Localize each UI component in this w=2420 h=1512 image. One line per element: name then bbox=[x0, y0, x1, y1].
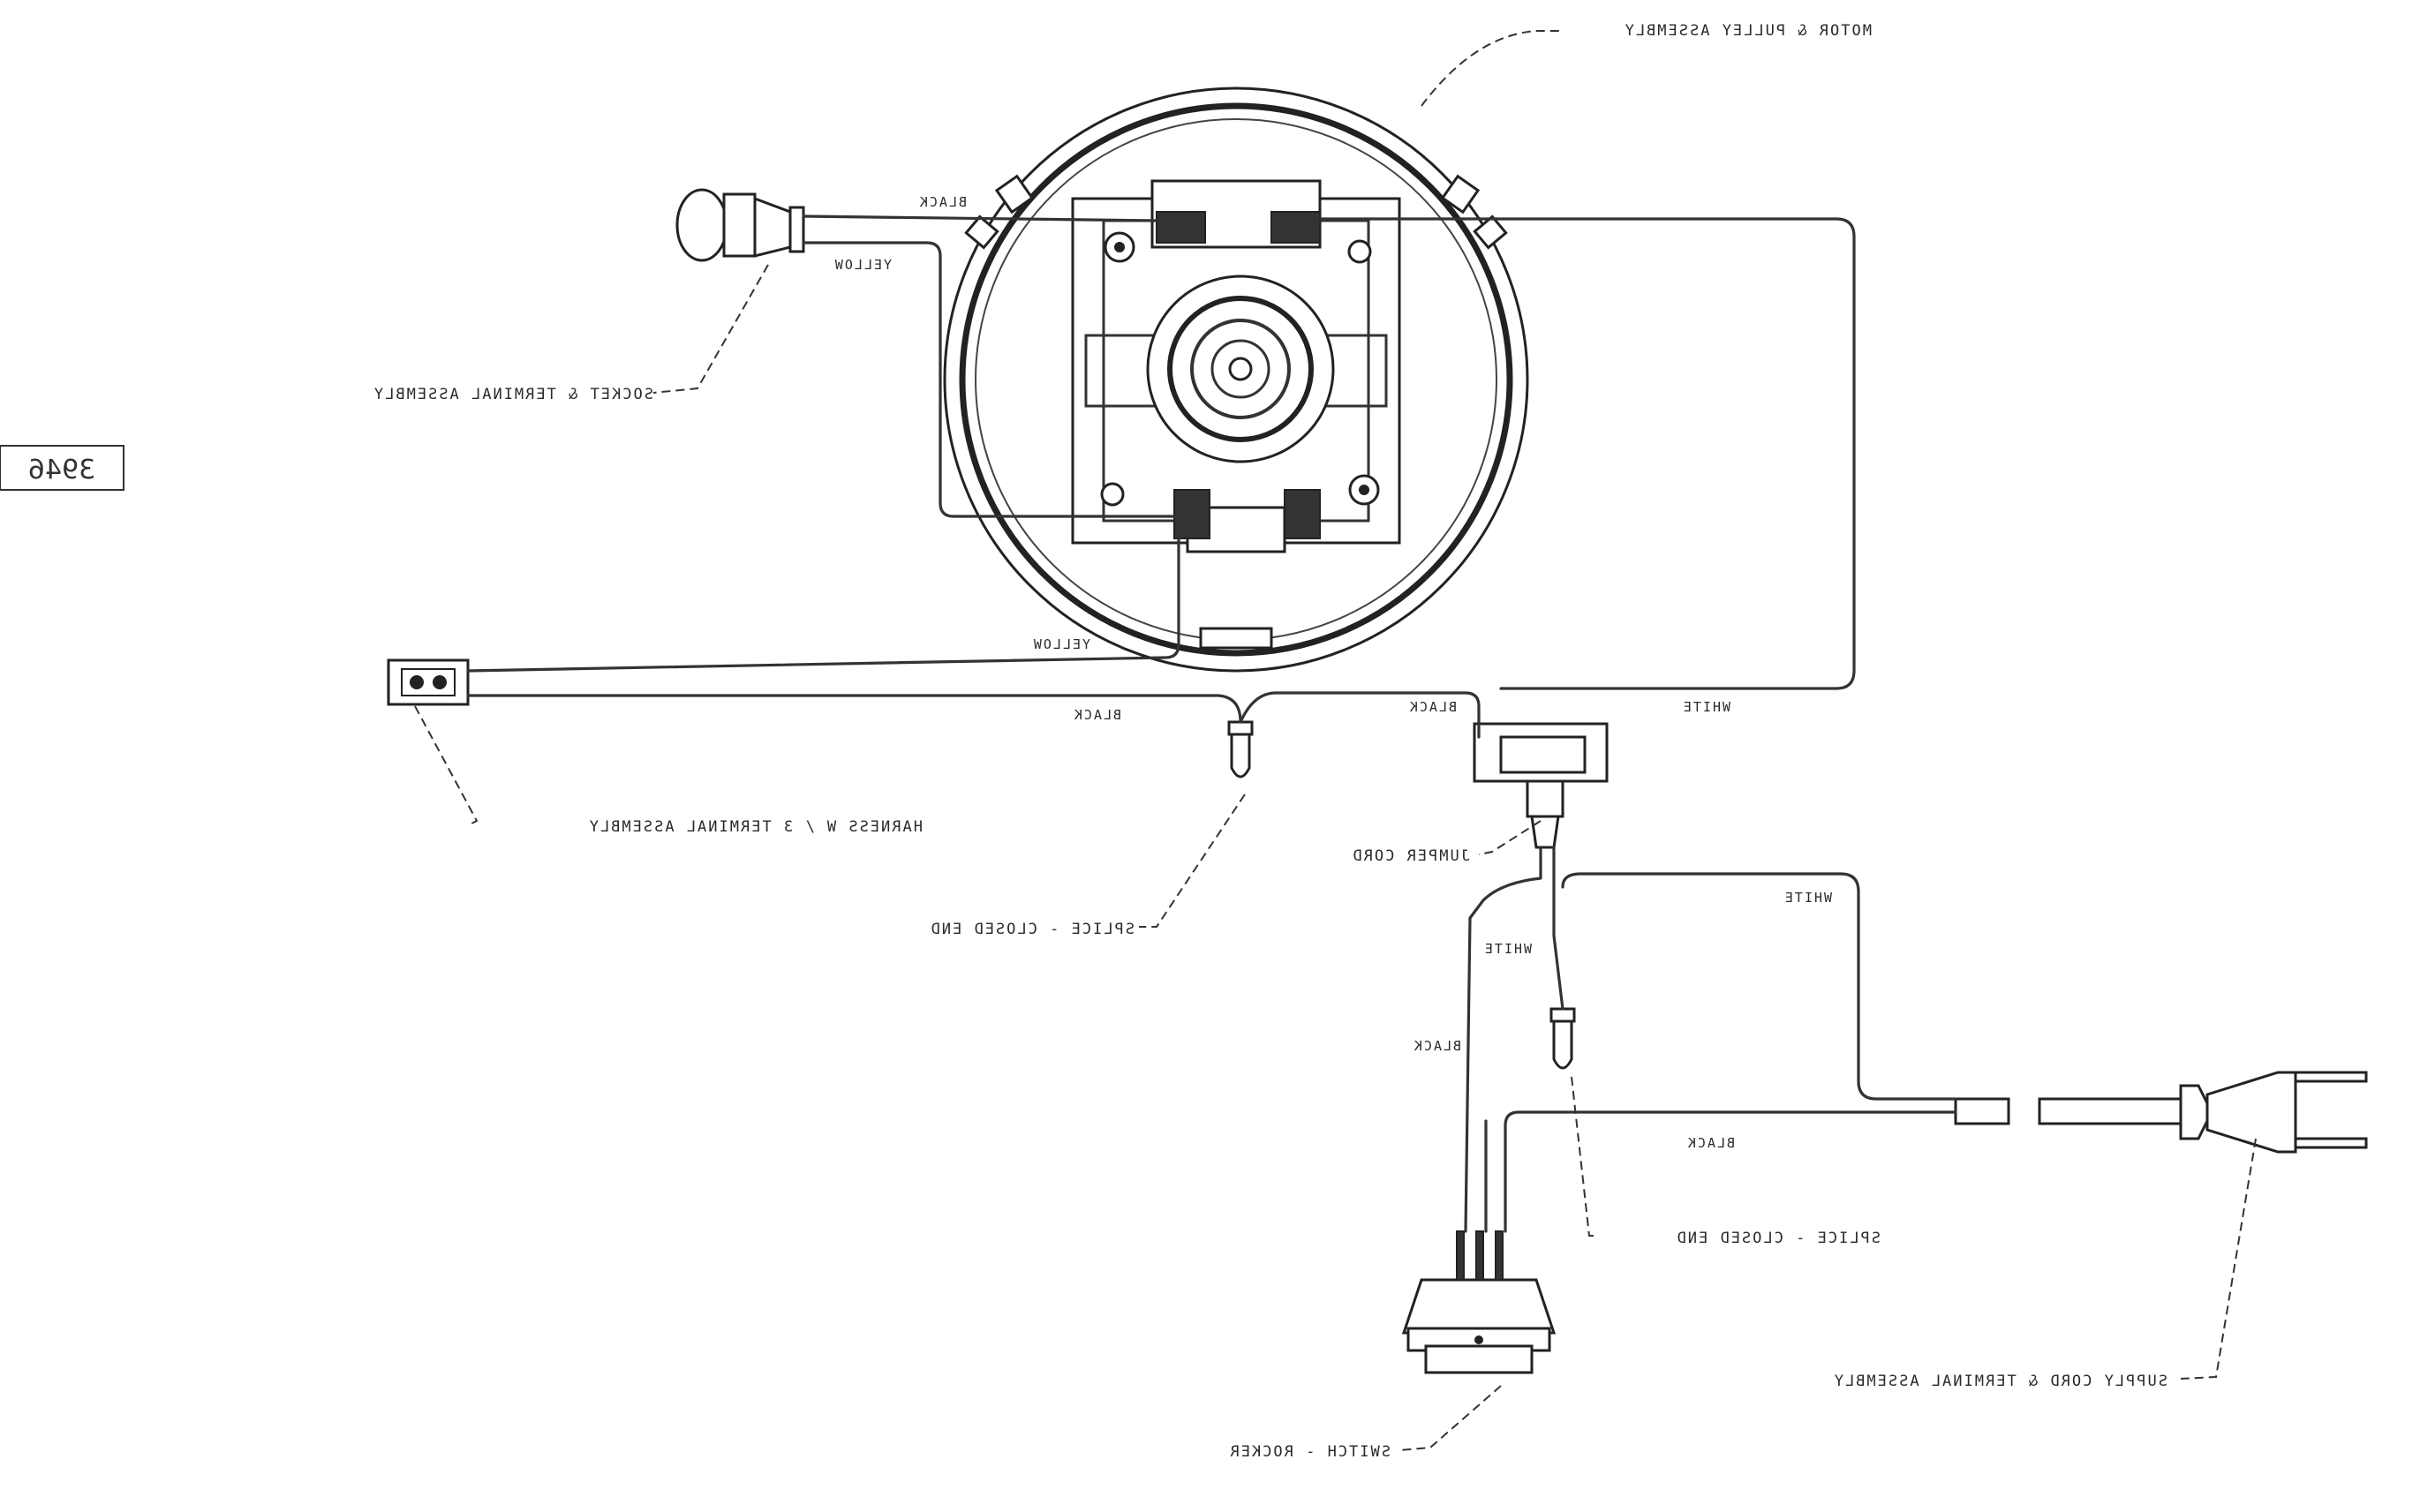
wires bbox=[466, 214, 1957, 1233]
label-switch-rocker: SWITCH - ROCKER bbox=[1228, 1443, 1391, 1461]
wire-labels: BLACK YELLOW YELLOW BLACK BLACK WHITE WH… bbox=[833, 194, 1832, 1151]
rocker-switch bbox=[1401, 1230, 1557, 1374]
socket-terminal-assembly bbox=[675, 188, 805, 262]
label-harness-terminal-assembly: HARNESS W / 3 TERMINAL ASSEMBLY bbox=[588, 818, 923, 836]
jumper-cord-connector bbox=[1473, 722, 1609, 849]
label-socket-terminal-assembly: SOCKET & TERMINAL ASSEMBLY bbox=[373, 386, 653, 403]
wire-label-white-right: WHITE bbox=[1682, 699, 1730, 715]
harness-terminal-connector bbox=[387, 658, 470, 706]
wire-label-black-vertical: BLACK bbox=[1413, 1038, 1461, 1054]
wire-label-white-lower-left: WHITE bbox=[1483, 941, 1532, 957]
drawing-number-stamp: 3946 bbox=[0, 445, 124, 491]
wire-label-black-mid-left: BLACK bbox=[1073, 707, 1121, 723]
wire-label-black-lower: BLACK bbox=[1686, 1135, 1735, 1151]
motor-pulley-assembly bbox=[943, 87, 1529, 673]
wire-label-black-top: BLACK bbox=[918, 194, 967, 210]
splice-closed-end-2 bbox=[1549, 1007, 1576, 1070]
label-motor-pulley-assembly: MOTOR & PULLEY ASSEMBLY bbox=[1624, 22, 1872, 40]
part-labels: MOTOR & PULLEY ASSEMBLY SOCKET & TERMINA… bbox=[373, 22, 2167, 1461]
wire-label-white-lower-right: WHITE bbox=[1783, 890, 1832, 906]
label-supply-cord-terminal-assembly: SUPPLY CORD & TERMINAL ASSEMBLY bbox=[1833, 1373, 2167, 1390]
label-splice-closed-end-1: SPLICE - CLOSED END bbox=[930, 921, 1135, 938]
leader-lines bbox=[414, 30, 2257, 1451]
wire-label-yellow-top: YELLOW bbox=[833, 257, 892, 273]
label-splice-closed-end-2: SPLICE - CLOSED END bbox=[1676, 1230, 1881, 1247]
splice-closed-end-1 bbox=[1227, 720, 1254, 779]
wire-label-yellow-mid: YELLOW bbox=[1032, 636, 1090, 652]
drawing-number: 3946 bbox=[28, 455, 95, 485]
label-jumper-cord: JUMPER CORD bbox=[1351, 847, 1470, 865]
wire-label-black-mid-right: BLACK bbox=[1408, 699, 1457, 715]
supply-cord-plug bbox=[1954, 1071, 2368, 1154]
